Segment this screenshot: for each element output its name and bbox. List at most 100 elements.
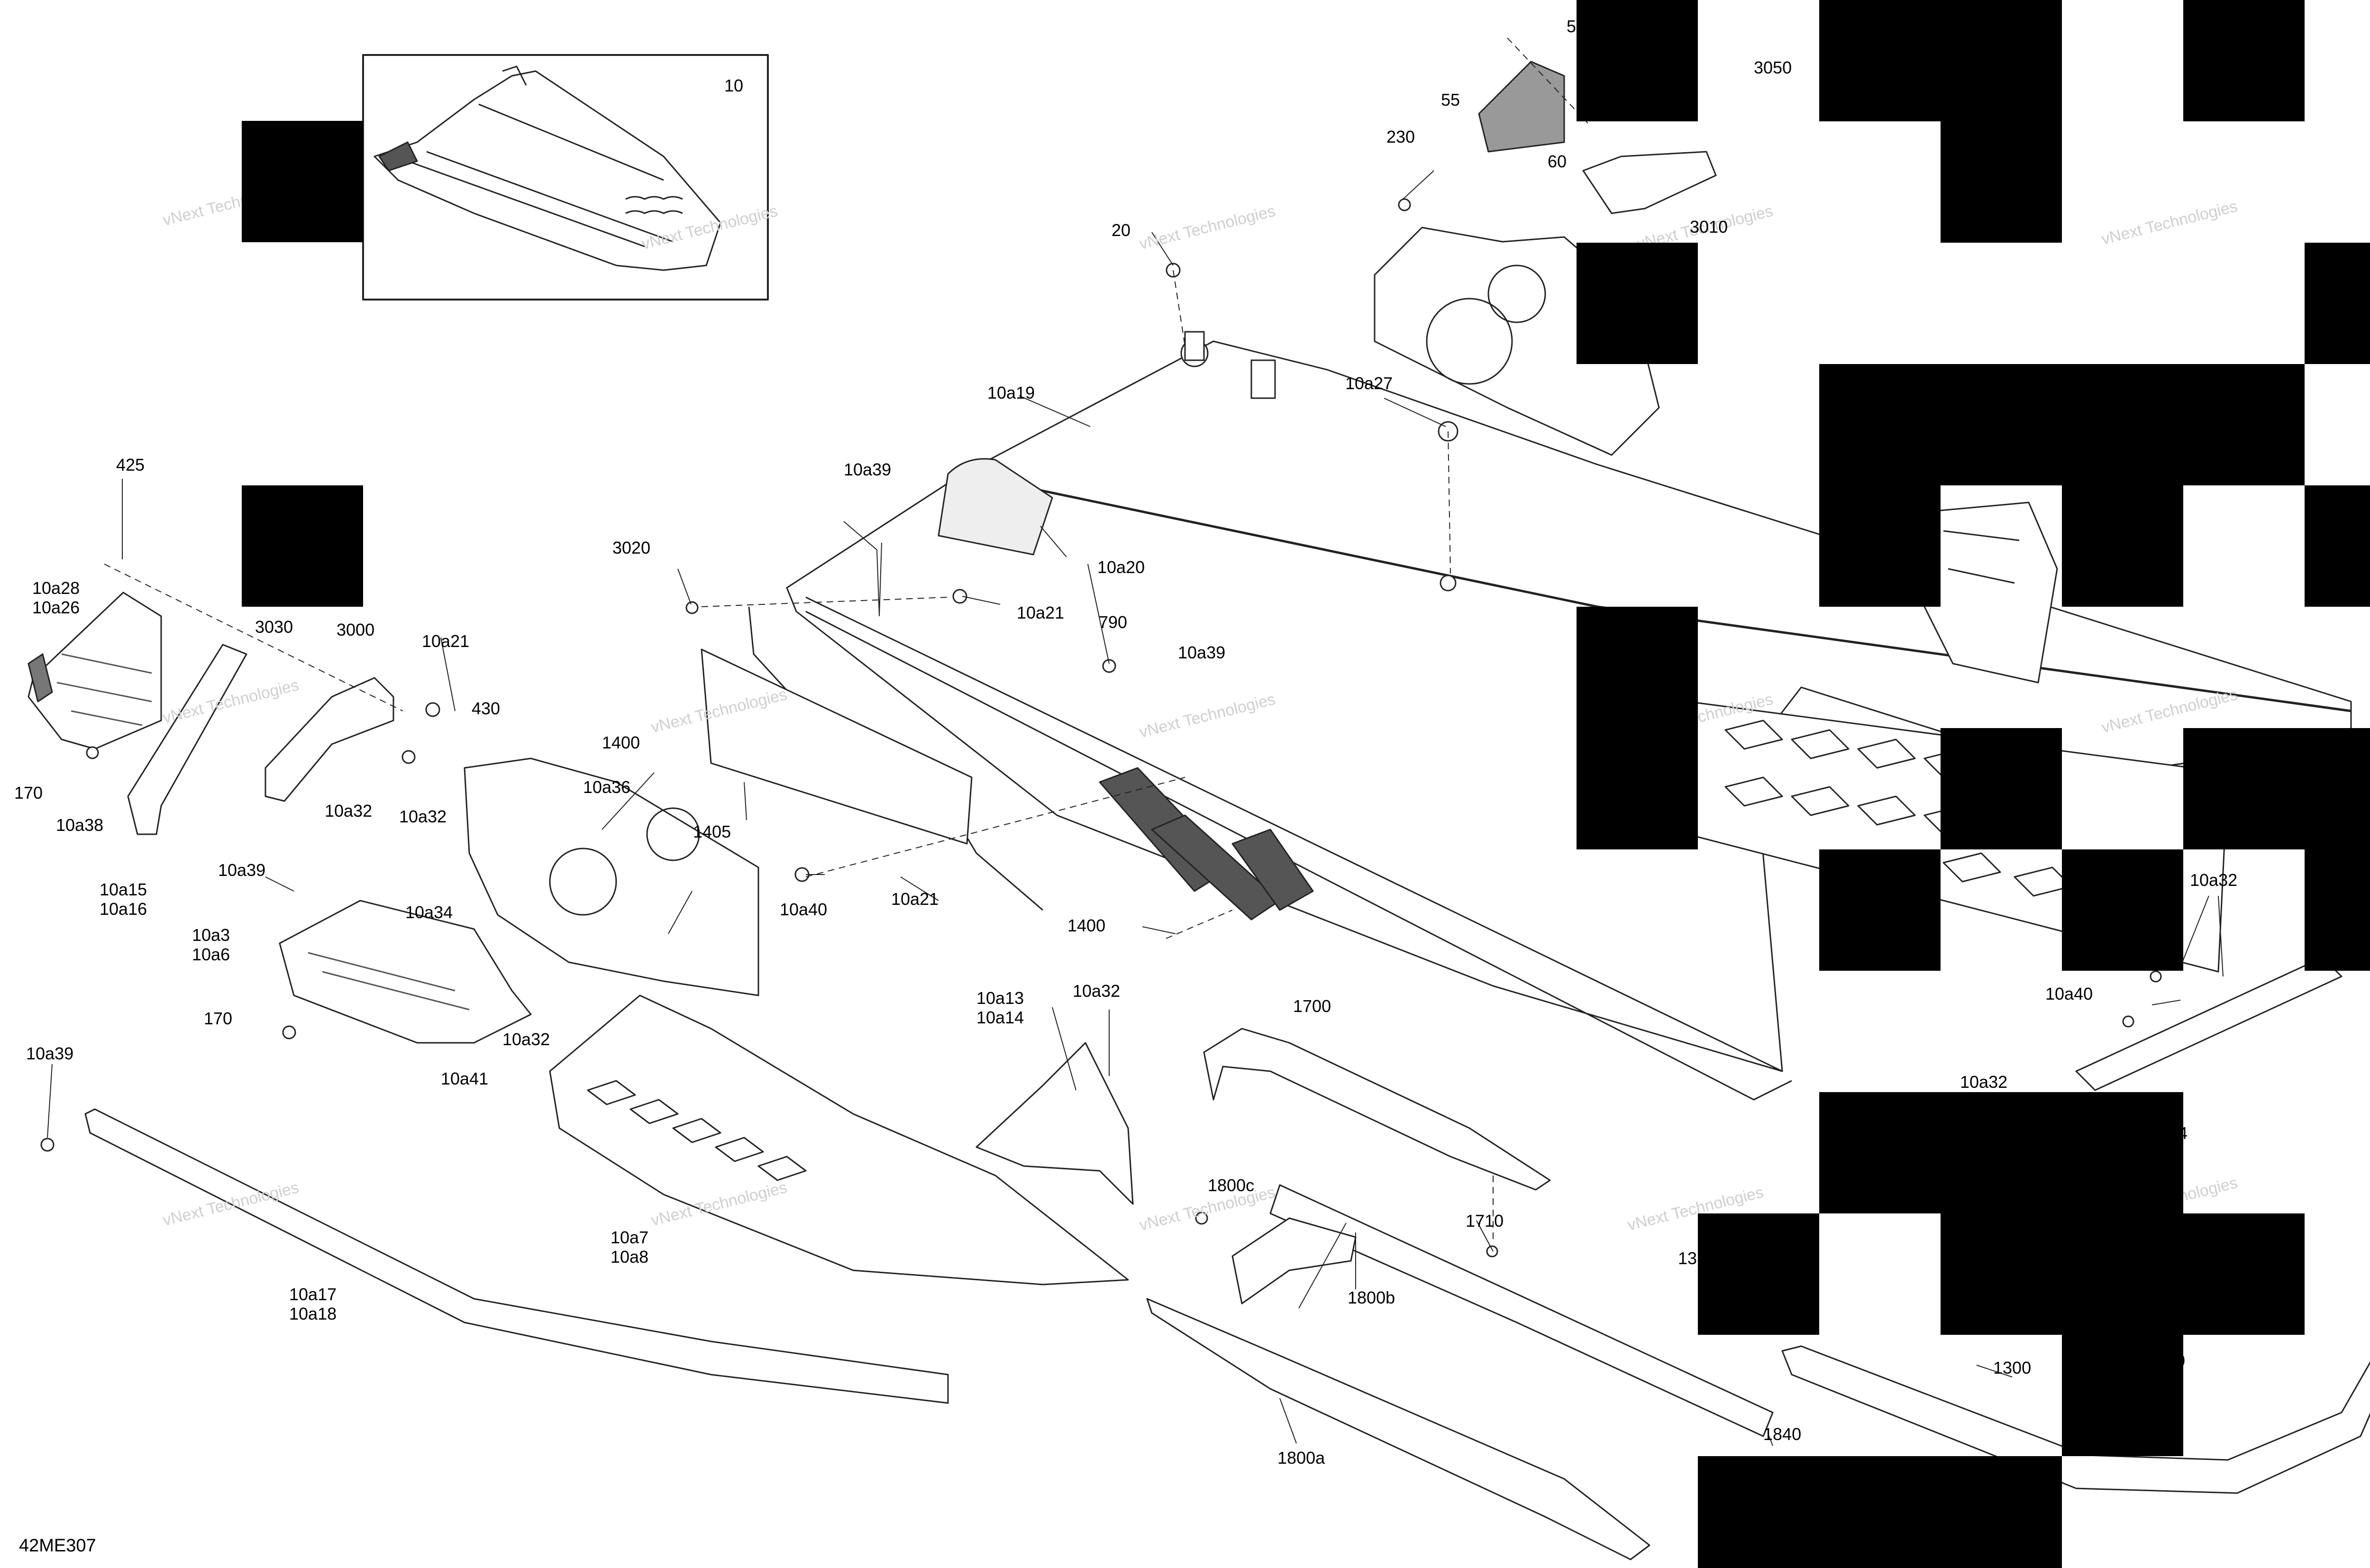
redaction-block	[2062, 849, 2183, 971]
redaction-block	[2305, 243, 2370, 364]
callout-1840: 1840	[1763, 1424, 1802, 1444]
inset-chassis-thumbnail	[374, 65, 721, 271]
callout-1710: 1710	[1466, 1211, 1504, 1231]
redaction-block	[2305, 485, 2370, 607]
callout-10a39: 10a39	[218, 860, 266, 880]
callout-10a34: 10a34	[405, 903, 453, 922]
redaction-block	[1577, 607, 1698, 849]
callout-1700: 1700	[1293, 996, 1331, 1016]
callout-10a32: 10a32	[399, 807, 447, 826]
redaction-block	[1698, 1213, 1819, 1335]
callout-10a32: 10a32	[2190, 870, 2238, 890]
callout-170: 170	[14, 783, 43, 802]
callout-430: 430	[472, 699, 501, 718]
redaction-block	[2183, 728, 2370, 849]
callout-10: 10	[724, 76, 744, 95]
callout-230: 230	[1386, 127, 1415, 146]
callout-10a39: 10a39	[844, 460, 892, 479]
callout-1400: 1400	[602, 733, 640, 752]
callout-10a38: 10a38	[56, 815, 104, 835]
inset-frame	[362, 54, 769, 301]
bracket-5	[1478, 61, 1565, 153]
redaction-block	[1819, 364, 1941, 607]
front-bumper-rail	[84, 1108, 949, 1404]
redaction-block	[2183, 1213, 2305, 1335]
callout-10a39: 10a39	[1178, 643, 1226, 662]
slide-rail-1800b	[1231, 1217, 1357, 1304]
callout-3050: 3050	[1754, 58, 1792, 77]
redaction-block	[242, 121, 363, 242]
redaction-block	[1577, 0, 1698, 121]
callout-10a20: 10a20	[1097, 557, 1145, 577]
callout-10a41: 10a41	[441, 1069, 489, 1088]
callout-10a40: 10a40	[780, 900, 828, 919]
redaction-block	[1941, 364, 2305, 485]
center-gusset	[975, 1042, 1134, 1205]
callout-3010: 3010	[1690, 217, 1728, 237]
callout-1300: 1300	[1993, 1358, 2032, 1377]
redaction-block	[1819, 849, 1941, 971]
redaction-block	[1698, 1456, 2062, 1568]
callout-1800b: 1800b	[1348, 1288, 1395, 1307]
callout-3030: 3030	[255, 617, 293, 637]
callout-425: 425	[116, 455, 145, 474]
redaction-block	[1577, 243, 1698, 364]
redaction-block	[1941, 0, 2062, 243]
callout-10a32: 10a32	[502, 1030, 550, 1049]
redaction-block	[1819, 0, 1941, 121]
redaction-block	[1819, 1092, 2183, 1213]
callout-1405: 1405	[693, 822, 731, 841]
assembly-lines	[104, 37, 1588, 1242]
callout-10a40: 10a40	[2045, 984, 2093, 1003]
redaction-block	[2183, 0, 2305, 121]
bracket-3010	[1582, 151, 1717, 214]
rear-bulkhead	[1923, 501, 2058, 684]
callout-10a21: 10a21	[422, 631, 470, 651]
lower-floor-plate	[549, 994, 1129, 1285]
callout-1400: 1400	[1067, 916, 1106, 935]
callout-790: 790	[1099, 612, 1128, 632]
front-bulkhead	[464, 648, 973, 996]
redaction-block	[2305, 849, 2370, 971]
callout-5: 5	[1567, 17, 1577, 36]
figure-code: 42ME307	[19, 1536, 96, 1556]
callout-170: 170	[204, 1009, 233, 1028]
callout-10a27: 10a27	[1345, 374, 1393, 393]
callout-1800a: 1800a	[1277, 1448, 1325, 1468]
leader-lines	[47, 170, 2224, 1446]
callout-10a36: 10a36	[583, 777, 631, 797]
callout-3000: 3000	[337, 620, 375, 639]
slide-rail-1800a	[1146, 1298, 1650, 1560]
redaction-block	[2062, 485, 2183, 607]
rear-bumper-rail	[2075, 957, 2343, 1091]
callout-55: 55	[1441, 90, 1460, 109]
callout-10a21: 10a21	[891, 889, 939, 909]
callout-10a21: 10a21	[1017, 603, 1065, 622]
lower-front-plate	[279, 900, 532, 1044]
callout-13: 13	[1678, 1249, 1697, 1268]
callout-10a32: 10a32	[1960, 1072, 2008, 1092]
callout-3020: 3020	[612, 538, 651, 557]
redaction-block	[1941, 1213, 2183, 1335]
callout-1800c: 1800c	[1208, 1176, 1255, 1195]
callout-10a19: 10a19	[987, 383, 1035, 402]
callout-60: 60	[1548, 152, 1567, 171]
upper-rail-1700	[1203, 1028, 1551, 1191]
shock-bracket	[127, 644, 394, 835]
left-side-plate	[27, 592, 162, 750]
redaction-block	[1941, 728, 2062, 849]
slide-rail-1800c	[1269, 1184, 1774, 1437]
redaction-block	[2062, 1335, 2183, 1456]
callout-10a39: 10a39	[26, 1044, 74, 1063]
callout-10a32: 10a32	[325, 801, 373, 820]
redaction-block	[242, 485, 363, 607]
callout-20: 20	[1112, 220, 1131, 240]
